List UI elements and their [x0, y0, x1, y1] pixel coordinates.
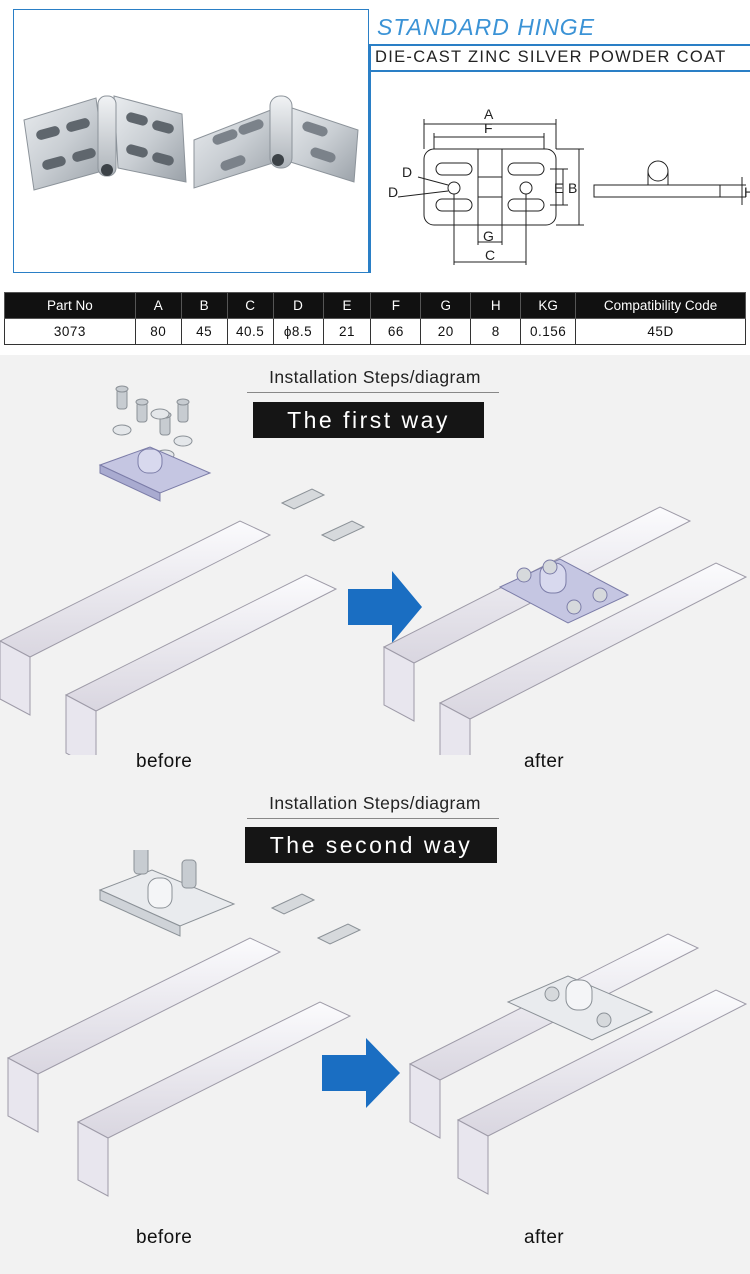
- header-e: E: [322, 292, 372, 319]
- section-1-hinge-installed: [498, 558, 630, 624]
- spec-table-header-row: Part No A B C D E F G H KG Compatibility…: [4, 292, 746, 319]
- section-2-hinge: [98, 850, 236, 937]
- dim-label-f: F: [484, 120, 493, 136]
- hinge-underside-image: [23, 95, 187, 191]
- product-header: STANDARD HINGE DIE-CAST ZINC SILVER POWD…: [0, 0, 750, 290]
- cell-part-no: 3073: [4, 318, 136, 345]
- section-1-heading-rule: [247, 392, 499, 393]
- header-d: D: [272, 292, 324, 319]
- subtitle-divider: [370, 70, 750, 72]
- section-1-heading: Installation Steps/diagram: [269, 367, 481, 387]
- hinge-top-image: [193, 95, 359, 189]
- cell-c: 40.5: [226, 318, 274, 345]
- section-2-tnuts: [270, 893, 362, 945]
- cell-a: 80: [134, 318, 182, 345]
- dim-label-d2: D: [388, 184, 398, 200]
- product-subtitle: DIE-CAST ZINC SILVER POWDER COAT: [375, 48, 727, 66]
- cell-h: 8: [470, 318, 522, 345]
- section-1-after-caption: after: [524, 751, 565, 772]
- section-2-hinge-installed: [506, 975, 654, 1041]
- dim-label-h: H: [744, 184, 750, 200]
- header-kg: KG: [520, 292, 577, 319]
- cell-g: 20: [420, 318, 472, 345]
- cell-e: 21: [322, 318, 372, 345]
- header-c: C: [226, 292, 274, 319]
- section-2-heading: Installation Steps/diagram: [269, 793, 481, 813]
- dim-label-e: E: [554, 180, 563, 196]
- table-row: 3073 80 45 40.5 ϕ8.5 21 66 20 8 0.156 45…: [4, 318, 746, 345]
- header-compatibility-code: Compatibility Code: [575, 292, 746, 319]
- header-g: G: [420, 292, 472, 319]
- section-1-before-rails: [0, 520, 338, 755]
- section-1-before-caption: before: [136, 751, 193, 772]
- section-1-way-label: The first way: [253, 402, 484, 438]
- header-part-no: Part No: [4, 292, 136, 319]
- hinge-photo: [23, 95, 359, 191]
- product-photo-frame: [13, 9, 369, 273]
- header-h: H: [470, 292, 522, 319]
- dim-label-d1: D: [402, 164, 412, 180]
- dim-label-b: B: [568, 180, 577, 196]
- header-a: A: [134, 292, 182, 319]
- dim-label-c: C: [485, 247, 495, 263]
- title-divider: [370, 44, 750, 46]
- section-2-heading-rule: [247, 818, 499, 819]
- dim-label-g: G: [483, 228, 494, 244]
- section-1-arrow: [348, 571, 422, 643]
- header-b: B: [180, 292, 228, 319]
- cell-compatibility-code: 45D: [575, 318, 746, 345]
- cell-d: ϕ8.5: [272, 318, 324, 345]
- section-2-way-label: The second way: [245, 827, 497, 863]
- section-1-after-rails: [382, 506, 748, 755]
- section-2-before-rails: [6, 937, 352, 1197]
- section-2-after-caption: after: [524, 1227, 565, 1248]
- header-vertical-divider: [369, 44, 371, 273]
- dim-label-a: A: [484, 106, 494, 122]
- section-2-after-rails: [408, 933, 748, 1195]
- section-1-hinge: [98, 446, 212, 502]
- installation-sections: Installation Steps/diagram The first way: [0, 355, 750, 1274]
- product-title: STANDARD HINGE: [377, 14, 596, 40]
- section-2-before-caption: before: [136, 1227, 193, 1248]
- section-2-illustration: [6, 850, 748, 1197]
- header-f: F: [370, 292, 422, 319]
- dimension-drawing: A F D D E B G C H: [388, 106, 750, 265]
- section-1-tnuts: [280, 488, 366, 542]
- spec-table: Part No A B C D E F G H KG Compatibility…: [4, 292, 746, 345]
- cell-f: 66: [370, 318, 422, 345]
- section-2-arrow: [322, 1038, 400, 1108]
- cell-b: 45: [180, 318, 228, 345]
- cell-kg: 0.156: [520, 318, 577, 345]
- section-1-illustration: [0, 385, 748, 755]
